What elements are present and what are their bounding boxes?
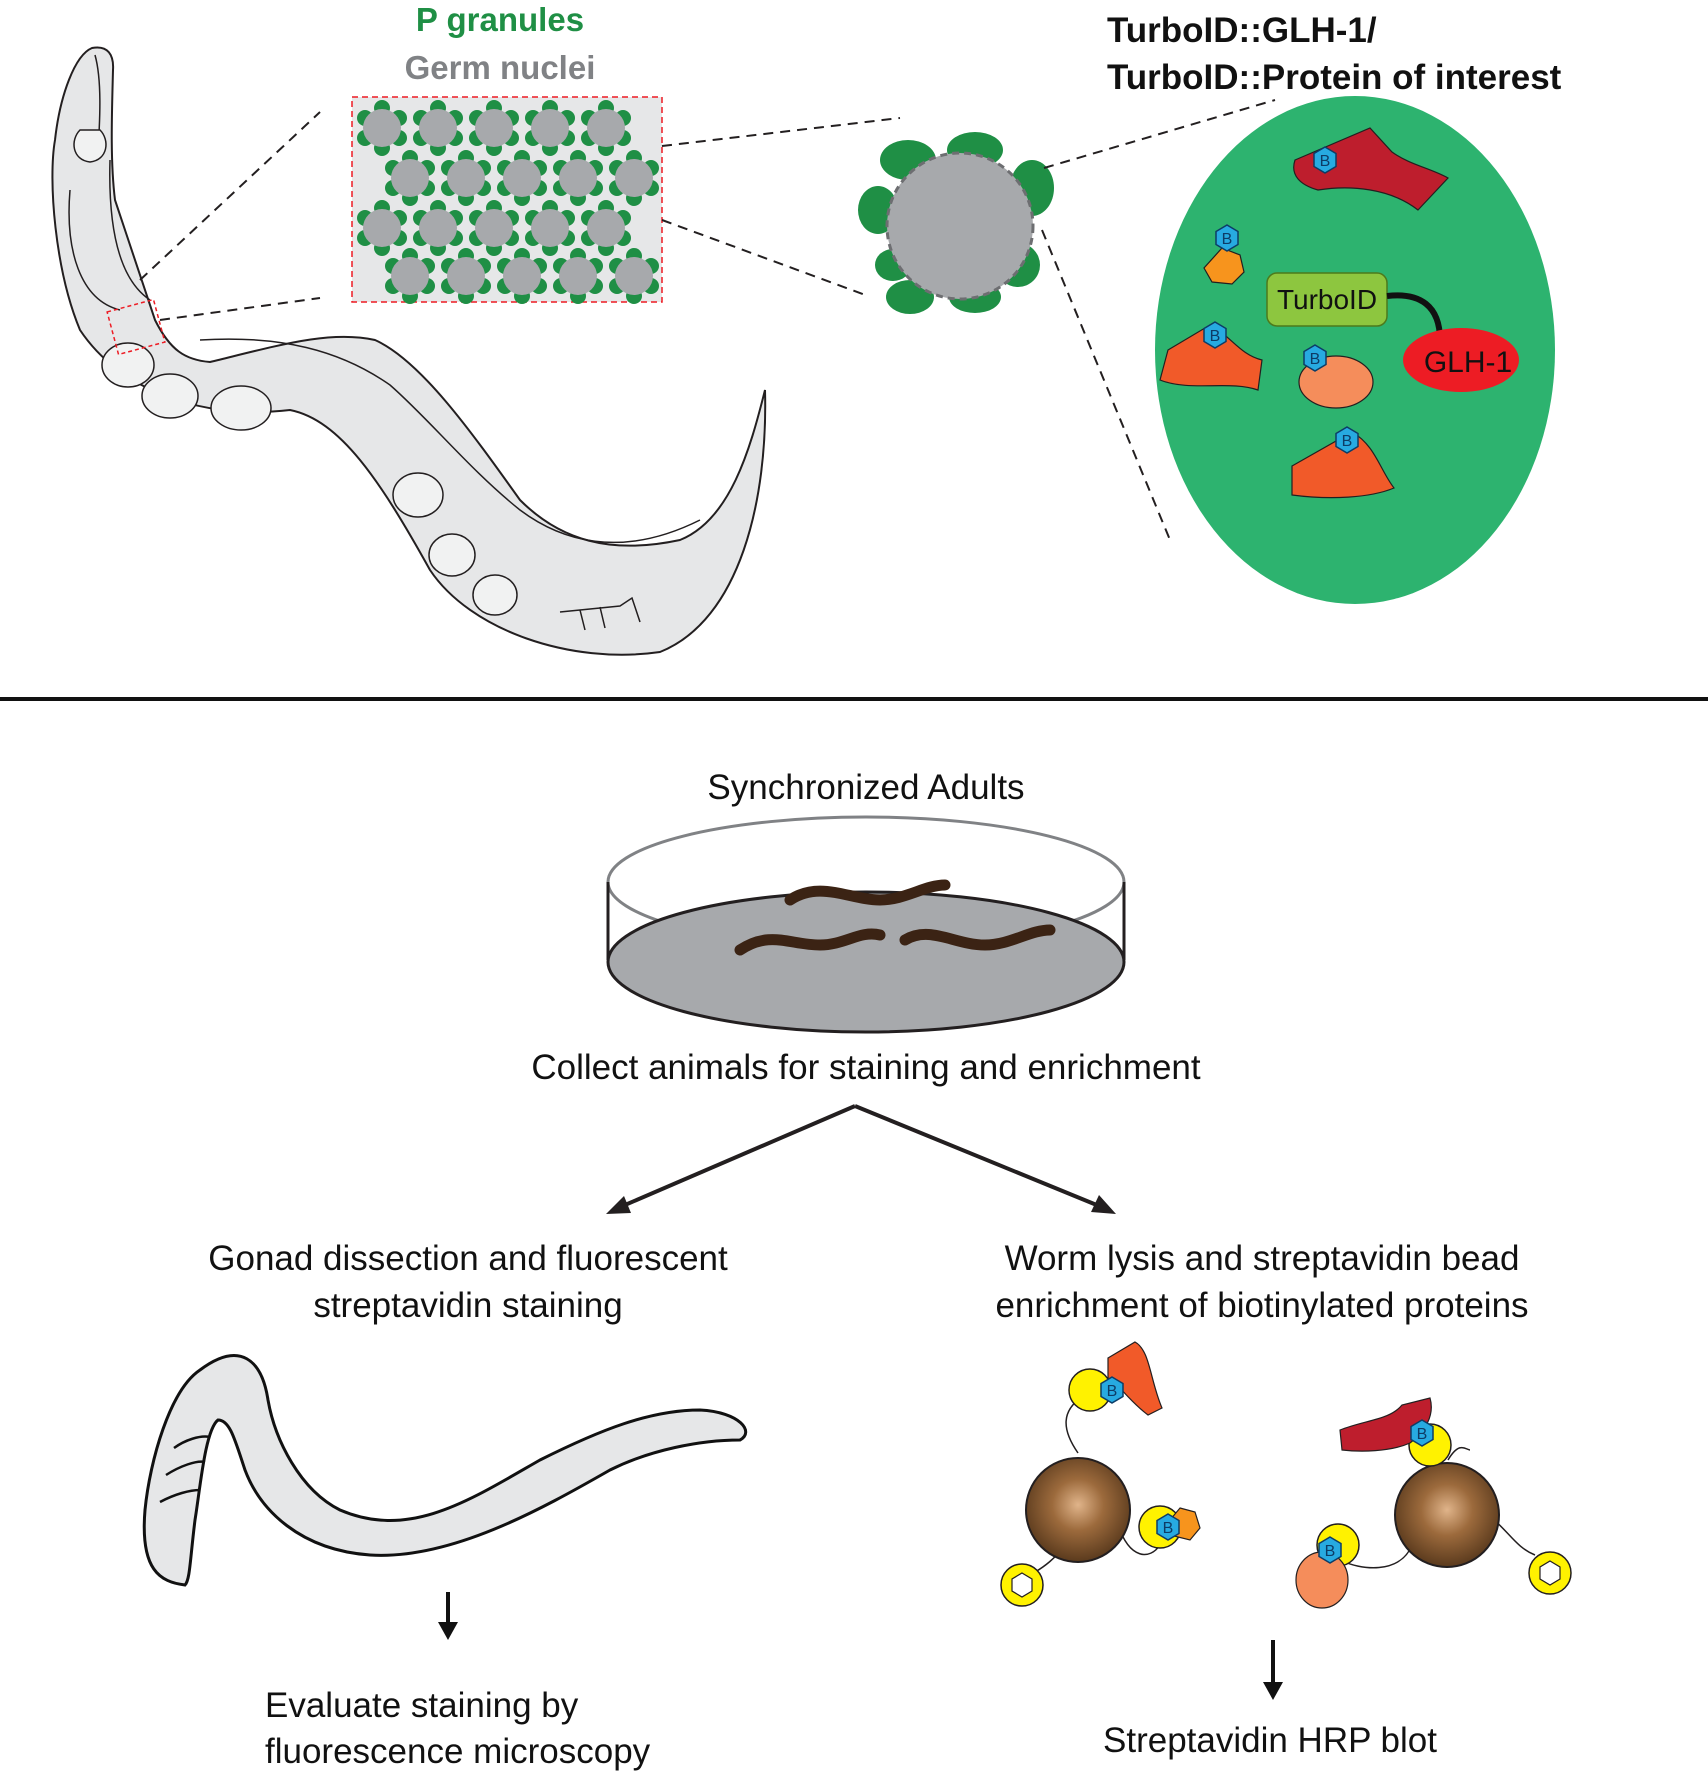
- oocyte: [141, 373, 199, 419]
- zoom-line: [661, 117, 901, 147]
- zoom-line: [1043, 99, 1276, 169]
- germ-nucleus: [885, 151, 1035, 301]
- turboid-box: [1266, 272, 1388, 327]
- biotinylated-protein: [1291, 431, 1395, 499]
- zoom-line: [159, 297, 321, 321]
- biotin-tag: [1156, 1513, 1180, 1541]
- streptavidin-bead-complex-left: [1000, 1341, 1201, 1607]
- arrowhead: [1263, 1682, 1283, 1700]
- free-biotin: [1539, 1560, 1561, 1586]
- legend-germ-nuclei: Germ nuclei: [405, 49, 596, 86]
- arrowhead: [606, 1196, 631, 1214]
- oocyte: [428, 533, 476, 577]
- p-granule-body: [1155, 96, 1555, 604]
- biotin-tag: [1318, 1536, 1342, 1564]
- biotin-tag: [1303, 344, 1327, 372]
- biotinylated-protein: [1293, 127, 1449, 211]
- oocyte: [472, 574, 518, 616]
- branch-arrow-left: [617, 1104, 856, 1210]
- arrowhead: [1091, 1195, 1116, 1214]
- zoom-line: [661, 219, 869, 297]
- biotin-tag: [1203, 321, 1227, 349]
- germ-nuclei-inset: [351, 96, 663, 304]
- biotin-tag: [1215, 224, 1239, 252]
- turboid-label: TurboID: [1277, 284, 1377, 315]
- p-granule: [886, 280, 934, 314]
- step-synchronized-adults: Synchronized Adults: [707, 768, 1024, 807]
- step-collect-animals: Collect animals for staining and enrichm…: [531, 1048, 1200, 1087]
- zoom-region-marker: [106, 298, 166, 356]
- biotinylated-protein: [1203, 247, 1245, 285]
- zoom-line: [1041, 229, 1171, 541]
- glh1-protein: [1403, 328, 1519, 392]
- arrowhead: [438, 1622, 458, 1640]
- biotin-tag: [1313, 146, 1337, 174]
- worm-on-plate: [899, 924, 1056, 951]
- oocyte: [101, 342, 155, 388]
- worm-gonad-lower: [199, 338, 701, 544]
- biotin-tag: [1335, 426, 1359, 454]
- left-branch-line1: Gonad dissection and fluorescent: [208, 1239, 728, 1278]
- magnetic-bead: [1394, 1462, 1500, 1568]
- oocyte: [210, 385, 272, 431]
- c-elegans-worm-illustration: [51, 46, 767, 656]
- dissected-gonad: [142, 1354, 748, 1587]
- branch-arrow-right: [854, 1104, 1105, 1210]
- construct-label-line1: TurboID::GLH-1/: [1107, 11, 1377, 50]
- worm-gonad-arm: [68, 159, 151, 311]
- biotin-tag: [1100, 1376, 1124, 1404]
- streptavidin-bead-complex-right: [1295, 1397, 1572, 1609]
- right-branch-line1: Worm lysis and streptavidin bead: [1005, 1239, 1520, 1278]
- magnetic-bead: [1025, 1457, 1131, 1563]
- single-germ-nucleus: [858, 132, 1054, 314]
- worm-pharynx-bulb: [73, 129, 107, 163]
- biotinylated-protein: [1107, 1341, 1163, 1416]
- worm-on-plate: [734, 928, 886, 956]
- left-result-line1: Evaluate staining by: [265, 1686, 579, 1725]
- worm-uterus-segments: [559, 596, 641, 631]
- left-result-line2: fluorescence microscopy: [265, 1732, 651, 1771]
- petri-dish: [606, 815, 1126, 1034]
- right-branch-line2: enrichment of biotinylated proteins: [995, 1286, 1528, 1325]
- glh1-label: GLH-1: [1424, 346, 1512, 379]
- left-branch-line2: streptavidin staining: [313, 1286, 622, 1325]
- right-result: Streptavidin HRP blot: [1103, 1721, 1437, 1760]
- oocyte: [392, 472, 444, 518]
- free-biotin: [1011, 1572, 1033, 1598]
- biotinylated-protein: [1295, 1551, 1349, 1609]
- p-granule-zoomed: TurboID GLH-1: [1155, 96, 1555, 604]
- worm-on-plate: [784, 879, 951, 906]
- zoom-line: [139, 111, 321, 281]
- construct-label-line2: TurboID::Protein of interest: [1107, 58, 1562, 97]
- biotin-tag: [1410, 1419, 1434, 1447]
- legend-p-granules: P granules: [416, 1, 584, 38]
